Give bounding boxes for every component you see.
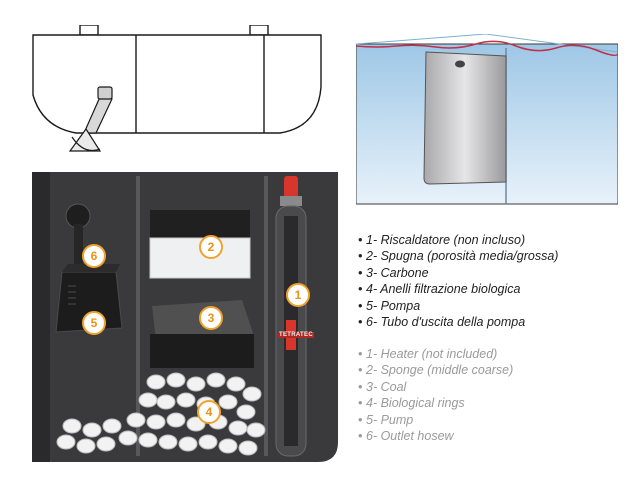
legend-english: 1- Heater (not included) 2- Sponge (midd… — [358, 346, 513, 445]
callout-badge-pump: 5 — [82, 311, 106, 335]
callout-badge-rings: 4 — [197, 400, 221, 424]
heater-brand-label: TETRATEC — [278, 332, 314, 338]
aquarium-corner-illustration — [356, 34, 618, 205]
legend-item: 6- Outlet hosew — [358, 428, 513, 445]
callout-badge-coal: 3 — [199, 306, 223, 330]
pump-icon — [55, 203, 123, 333]
sponge-icon — [149, 210, 251, 279]
legend-item: 2- Spugna (porosità media/grossa) — [358, 248, 558, 265]
heater-icon — [275, 176, 307, 457]
legend-item: 1- Heater (not included) — [358, 346, 513, 363]
filter-housing-outline — [32, 25, 322, 152]
legend-item: 5- Pump — [358, 412, 513, 429]
legend-item: 2- Sponge (middle coarse) — [358, 362, 513, 379]
legend-item: 6- Tubo d'uscita della pompa — [358, 314, 558, 331]
legend-item: 3- Carbone — [358, 265, 558, 282]
legend-item: 1- Riscaldatore (non incluso) — [358, 232, 558, 249]
legend-item: 3- Coal — [358, 379, 513, 396]
legend-item: 5- Pompa — [358, 298, 558, 315]
internal-filter-unit — [423, 51, 507, 185]
legend-item: 4- Anelli filtrazione biologica — [358, 281, 558, 298]
legend-italian: 1- Riscaldatore (non incluso) 2- Spugna … — [358, 232, 558, 331]
legend-item: 4- Biological rings — [358, 395, 513, 412]
outlet-pipe-icon — [68, 86, 113, 152]
callout-badge-outlet: 6 — [82, 244, 106, 268]
coal-icon — [150, 300, 254, 368]
callout-badge-heater: 1 — [286, 283, 310, 307]
filter-interior-illustration — [32, 172, 338, 462]
callout-badge-sponge: 2 — [199, 235, 223, 259]
biological-rings-icon — [56, 372, 266, 456]
